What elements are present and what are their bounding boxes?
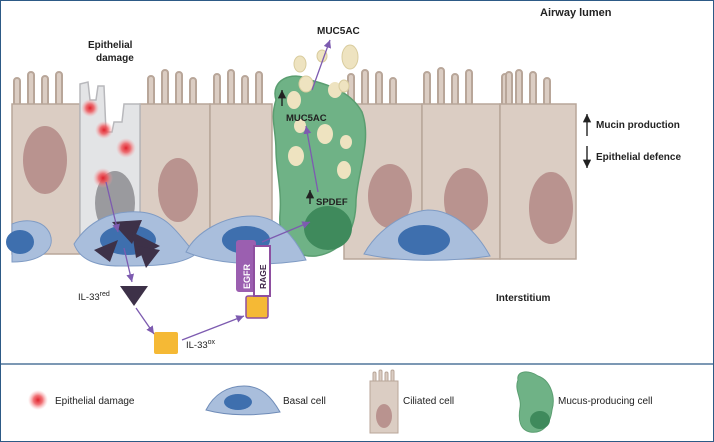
interstitium-label: Interstitium [496,293,551,304]
legend-basal-cell-icon [205,385,281,416]
il33-red-cluster [94,220,160,268]
legend-mucus-producing-cell: Mucus-producing cell [558,396,653,407]
epithelial-defence-label: Epithelial defence [596,152,681,163]
egfr-label: EGFR [242,263,252,289]
il33-ox-label: IL-33ox [186,339,216,351]
secreted-mucin-granules [293,44,359,93]
egfr-rage-receptor [236,240,271,297]
legend-ciliated-cell-icon [369,369,399,434]
il33-red-triangle [120,286,148,306]
il33-ox-square-bound [245,295,269,319]
epithelial-damage-title-line1: Epithelial [88,40,133,51]
legend-damage-icon [28,390,48,410]
ciliated-epithelium [11,67,577,260]
il33-red-label: IL-33red [78,291,110,303]
muc5ac-secreted-label: MUC5AC [317,26,360,37]
airway-lumen-label: Airway lumen [540,7,612,19]
epithelial-damage-title-line2: damage [96,53,134,64]
legend-epithelial-damage: Epithelial damage [55,396,135,407]
muc5ac-intracellular-label: MUC5AC [286,113,327,124]
spdef-label: SPDEF [316,197,348,208]
rage-label: RAGE [258,264,268,289]
mucin-production-label: Mucin production [596,120,680,131]
regulation-arrows [277,90,592,204]
pathway-arrows [105,39,332,341]
legend-mucus-cell-icon [516,371,554,433]
mucus-producing-cell [272,75,367,257]
legend: Epithelial damage Basal cell Ciliated ce… [28,369,653,434]
legend-ciliated-cell: Ciliated cell [403,396,454,407]
il33-ox-square [154,332,178,354]
legend-basal-cell: Basal cell [283,396,326,407]
damage-spots [81,99,136,188]
